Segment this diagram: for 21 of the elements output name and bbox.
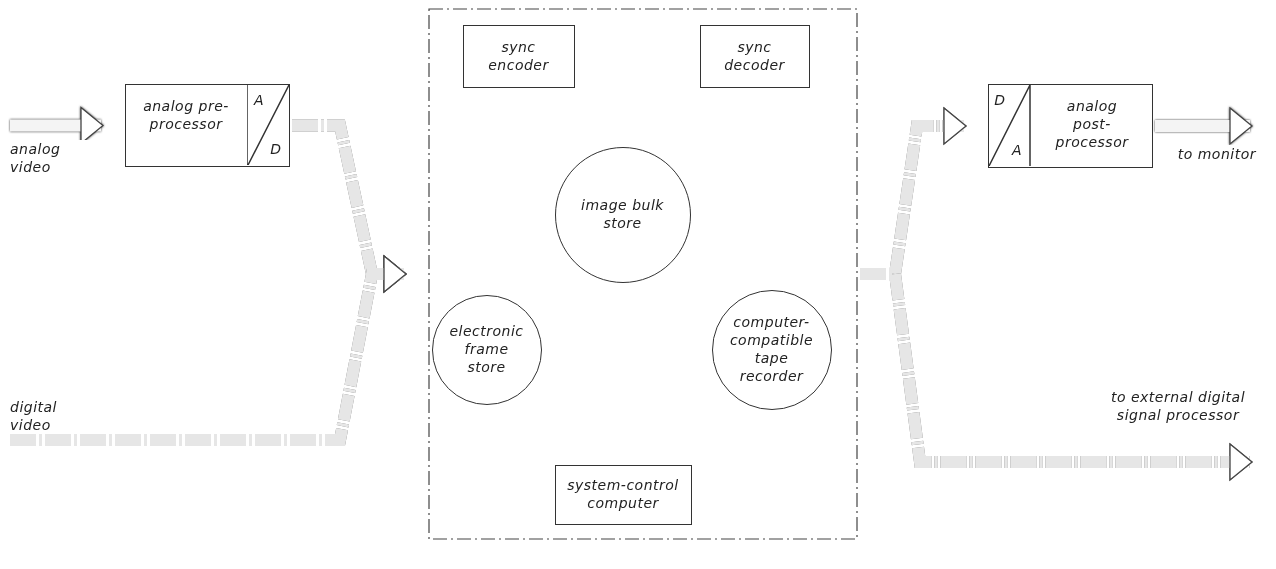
system-frame	[428, 8, 858, 540]
converter-letter: A	[252, 91, 266, 109]
processor-box	[988, 84, 1153, 168]
box-label: sync encoder	[487, 37, 550, 74]
box-label: computer-compatible tape recorder	[728, 313, 815, 385]
box-label: electronic frame store	[448, 322, 525, 376]
box-label: system-control computer	[566, 476, 680, 512]
box-label: analog post-processor	[1054, 97, 1130, 151]
computer-box	[555, 465, 692, 525]
box-label: sync decoder	[723, 37, 786, 74]
converter-letter: A	[1010, 141, 1024, 159]
converter-letter: D	[269, 140, 283, 158]
converter-letter: D	[993, 91, 1007, 109]
edge-label: to external digital signal processor	[1108, 388, 1248, 424]
processor-box	[125, 84, 290, 167]
decoder-box	[700, 25, 810, 88]
box-label: analog pre-processor	[142, 97, 230, 133]
signal-arrow	[1155, 107, 1253, 145]
encoder-box	[463, 25, 575, 88]
signal-arrow	[10, 255, 407, 446]
box-label: image bulk store	[580, 196, 665, 232]
